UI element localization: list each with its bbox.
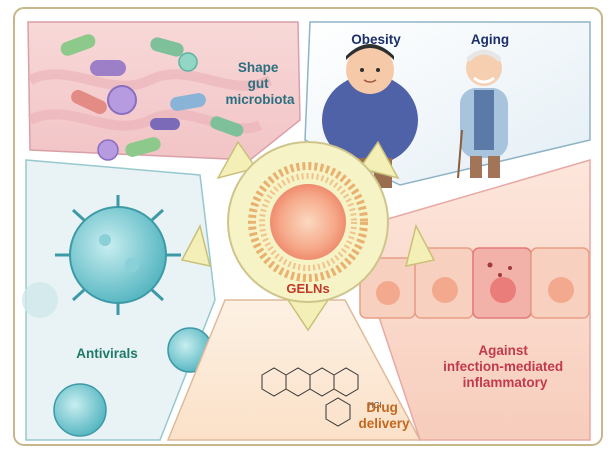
gelns-label: GELNs: [286, 281, 329, 296]
arrow-right: [404, 223, 436, 267]
inflammation-label: Against infection-mediated inflammatory: [443, 343, 567, 390]
bacteria-icon: [60, 34, 244, 161]
epithelial-cell-icon: [359, 247, 590, 319]
obesity-label: Obesity: [351, 32, 401, 47]
virus-icon: [22, 195, 213, 437]
arrow-up-right: [358, 140, 400, 180]
chemical-structure-icon: [261, 367, 359, 427]
drug-delivery-label: Drug delivery: [358, 400, 410, 431]
antivirals-label: Antivirals: [76, 346, 138, 361]
arrow-left: [180, 223, 212, 267]
gut-label: Shape gut microbiota: [225, 60, 295, 107]
liposome-icon: [227, 141, 389, 303]
aging-label: Aging: [471, 32, 509, 47]
hcl-text: HCl: [368, 401, 382, 410]
elderly-person-icon: [457, 49, 508, 179]
arrow-up-left: [216, 140, 258, 180]
antivirals-panel: Antivirals: [22, 159, 216, 441]
drug-delivery-panel: HCl Drug delivery: [166, 299, 422, 441]
direction-arrows: [180, 140, 436, 332]
inflammation-panel: Against infection-mediated inflammatory: [349, 159, 591, 441]
gut-panel: Shape gut microbiota: [27, 21, 301, 161]
